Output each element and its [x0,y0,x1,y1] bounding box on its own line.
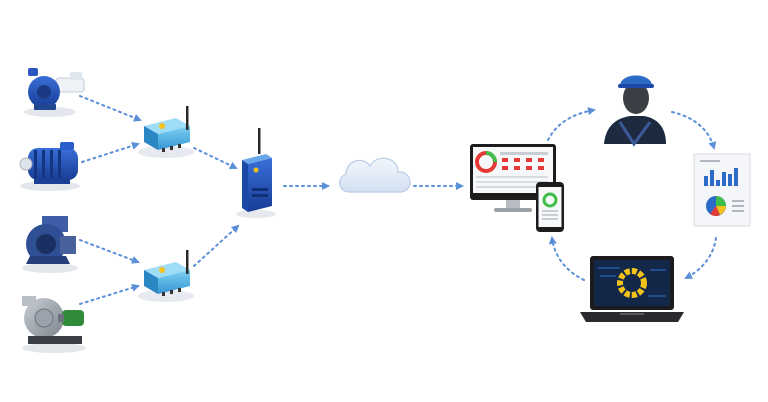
flow-arrow-sensor-hub-bottom-to-wireless-gateway [193,224,240,267]
wireless-gateway-icon [236,128,276,218]
flow-arrow-sensor-hub-top-to-wireless-gateway [193,147,238,170]
flow-arrow-blower-1-to-sensor-hub-bottom [79,283,140,305]
flow-arrow-report-to-laptop [684,237,717,279]
wireless-sensor-hub-icon [138,106,194,158]
industrial-blower-icon [22,216,78,273]
technician-icon [604,75,666,147]
centrifugal-pump-icon [24,68,85,117]
flow-arrow-engineer-to-report [671,111,717,150]
smartphone-icon [536,182,564,232]
flow-arrow-laptop-to-dashboard [548,236,585,281]
flow-arrows [79,95,717,305]
electric-motor-icon [19,142,80,191]
laptop-analysis-icon [580,256,684,322]
flow-arrow-motor-1-to-sensor-hub-top [81,142,140,163]
cloud-icon [339,157,411,193]
analytics-report-icon [693,153,751,227]
wireless-sensor-hub-icon [138,250,194,302]
flow-arrow-fan-1-to-sensor-hub-bottom [79,239,140,264]
flow-arrow-pump-1-to-sensor-hub-top [79,95,142,122]
desktop-monitor-icon [470,144,556,212]
flow-arrow-dashboard-to-engineer [547,107,596,141]
centrifugal-blower-icon [22,296,86,353]
